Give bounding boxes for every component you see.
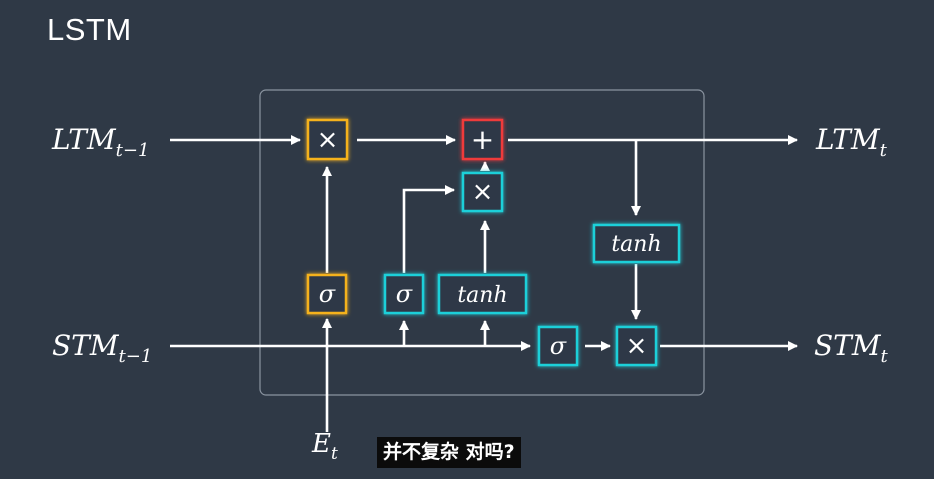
arrows (170, 135, 798, 432)
learn-tanh-node: tanh (437, 273, 528, 315)
learn-multiply-node: × (461, 171, 504, 213)
stm-output-label: STMt (814, 329, 889, 367)
forget-sigma-label: σ (319, 280, 336, 308)
page-title: LSTM (47, 12, 132, 47)
arrow-learn-sigma-route (402, 185, 455, 273)
event-label: Et (311, 429, 338, 464)
lstm-cell-frame (259, 89, 705, 396)
stm-input-label: STMt−1 (52, 329, 152, 367)
ltm-output-label: LTMt (815, 123, 888, 161)
forget-multiply-label: × (317, 125, 339, 155)
add-node: + (461, 118, 504, 161)
ltm-input-label: LTMt−1 (51, 123, 149, 161)
use-multiply-node: × (615, 325, 658, 367)
use-tanh-node: tanh (592, 223, 681, 264)
learn-sigma-node: σ (383, 273, 425, 315)
use-sigma-label: σ (550, 332, 567, 360)
use-sigma-node: σ (537, 325, 579, 367)
learn-tanh-label: tanh (457, 283, 507, 308)
use-multiply-label: × (626, 331, 648, 361)
learn-sigma-label: σ (396, 280, 413, 308)
subtitle-caption: 并不复杂 对吗? (377, 437, 521, 468)
forget-sigma-node: σ (306, 273, 348, 315)
learn-multiply-label: × (472, 177, 494, 207)
forget-multiply-node: × (306, 118, 349, 161)
use-tanh-label: tanh (611, 232, 661, 257)
add-label: + (471, 123, 494, 156)
